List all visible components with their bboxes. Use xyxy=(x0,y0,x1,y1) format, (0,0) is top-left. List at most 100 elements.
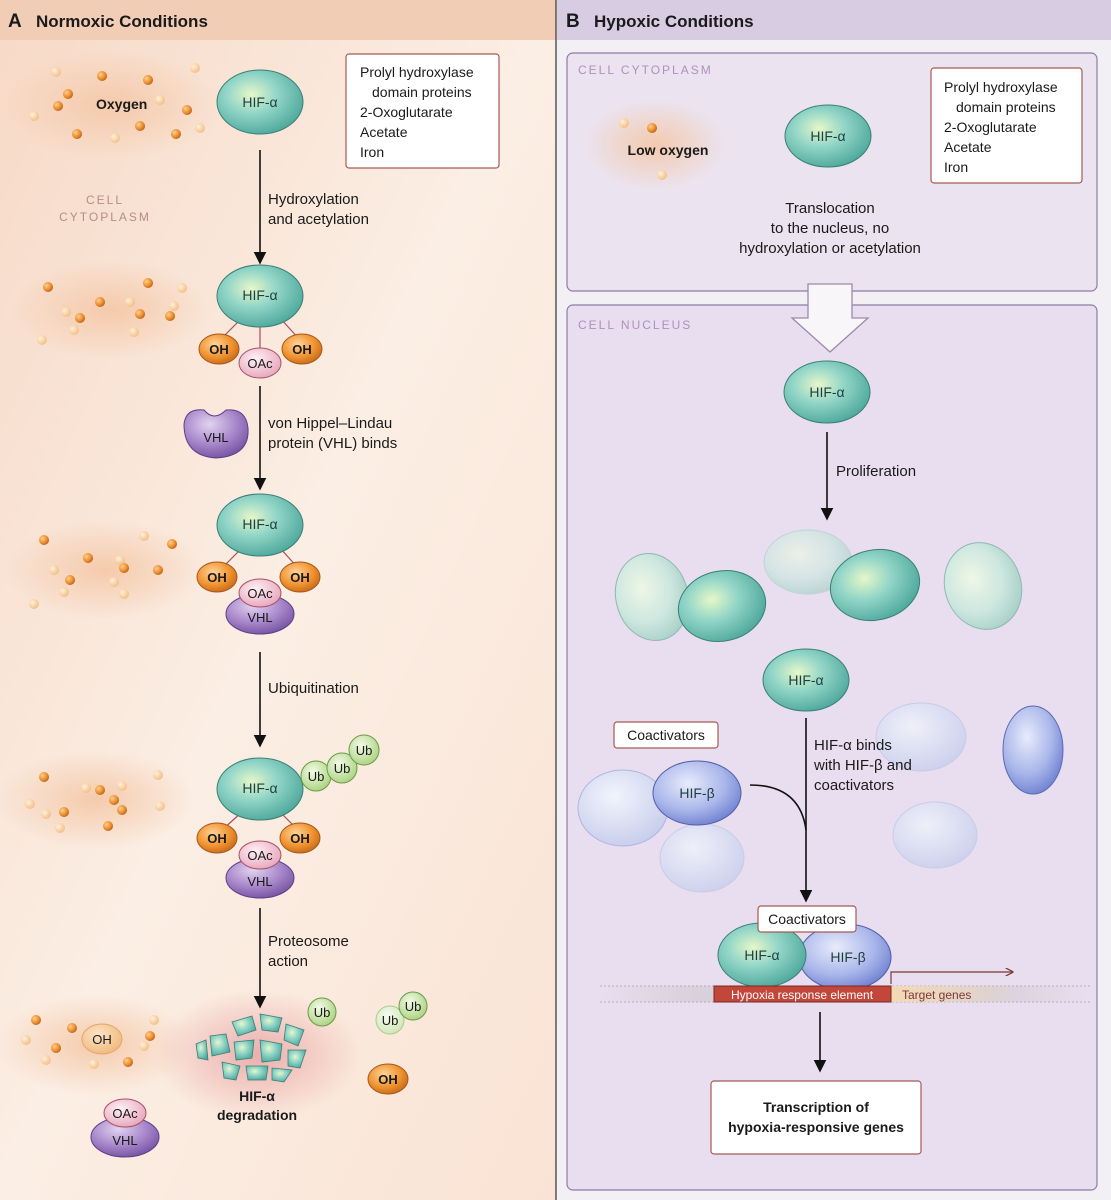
svg-text:OAc: OAc xyxy=(247,848,273,863)
coactivators-box xyxy=(613,721,719,749)
hif-alpha-vhl-complex: HIF-α OH OH VHL OAc xyxy=(196,493,321,635)
free-ubiquitin: Ub Ub Ub xyxy=(307,991,428,1035)
svg-text:Ub: Ub xyxy=(382,1013,399,1028)
panel-a-header xyxy=(0,0,556,40)
step-label: and acetylation xyxy=(268,211,369,228)
svg-text:HIF-α: HIF-α xyxy=(242,94,277,110)
svg-text:HIF-α: HIF-α xyxy=(744,947,779,963)
target-genes-label: Target genes xyxy=(902,988,971,1002)
coactivators-label: Coactivators xyxy=(627,727,705,743)
svg-text:Ub: Ub xyxy=(314,1005,331,1020)
oxygen-label: Oxygen xyxy=(96,96,147,112)
oxygen-dot xyxy=(619,118,629,128)
cytoplasm-label: CELL xyxy=(86,193,124,207)
binding-label: coactivators xyxy=(814,777,894,794)
hif-alpha-molecule: HIF-α xyxy=(784,104,872,168)
free-vhl-oac: VHL OAc xyxy=(90,1098,160,1158)
svg-text:OAc: OAc xyxy=(247,586,273,601)
oxygen-cluster xyxy=(37,278,187,345)
svg-text:HIF-β: HIF-β xyxy=(679,785,714,801)
factor-item: Iron xyxy=(944,159,968,175)
factor-item: Acetate xyxy=(944,139,992,155)
svg-text:OAc: OAc xyxy=(112,1106,138,1121)
oxygen-cluster xyxy=(25,770,165,833)
step-label: Proteosome xyxy=(268,933,349,950)
svg-text:Ub: Ub xyxy=(334,761,351,776)
coactivators-box xyxy=(757,905,857,933)
nucleus-label: CELL NUCLEUS xyxy=(578,318,692,332)
step-label: Hydroxylation xyxy=(268,191,359,208)
hypoxia-response-element xyxy=(713,985,892,1003)
translocation-label: to the nucleus, no xyxy=(771,220,889,237)
svg-text:HIF-α: HIF-α xyxy=(242,780,277,796)
svg-text:HIF-α: HIF-α xyxy=(242,516,277,532)
svg-text:OH: OH xyxy=(290,570,310,585)
target-genes-region xyxy=(891,986,1011,1002)
oxygen-glow xyxy=(0,750,195,850)
svg-text:OH: OH xyxy=(378,1072,398,1087)
oxygen-dot xyxy=(647,123,657,133)
vhl-protein: VHL xyxy=(183,409,249,459)
hif-alpha-molecule: HIF-α xyxy=(783,360,871,424)
factor-item: Prolyl hydroxylase xyxy=(944,79,1058,95)
oxygen-glow xyxy=(5,520,205,620)
degradation-label: degradation xyxy=(217,1107,297,1123)
svg-text:HIF-α: HIF-α xyxy=(809,384,844,400)
svg-text:OH: OH xyxy=(292,342,312,357)
transcription-label: hypoxia-responsive genes xyxy=(728,1119,904,1135)
svg-text:OH: OH xyxy=(209,342,229,357)
factor-item: domain proteins xyxy=(372,84,472,100)
translocation-arrow xyxy=(790,283,870,353)
svg-text:OAc: OAc xyxy=(247,356,273,371)
cytoplasm-label: CYTOPLASM xyxy=(59,210,151,224)
hif-alpha-complex: HIF-α OH OH OAc xyxy=(198,264,323,379)
proliferation-label: Proliferation xyxy=(836,463,916,480)
svg-text:Ub: Ub xyxy=(405,999,422,1014)
panel-a-letter: A xyxy=(8,11,22,32)
step-label: action xyxy=(268,953,308,970)
svg-text:HIF-α: HIF-α xyxy=(788,672,823,688)
step-label: Ubiquitination xyxy=(268,680,359,697)
proliferated-hif-alpha xyxy=(614,529,1023,642)
hif-beta-join-arrow xyxy=(749,784,807,831)
oxygen-dot xyxy=(657,170,667,180)
hif-alpha-molecule: HIF-α xyxy=(216,69,304,135)
factors-box xyxy=(345,53,500,169)
transcription-start-arrow xyxy=(890,972,1012,984)
degradation-label: HIF-α xyxy=(239,1088,275,1104)
transcription-box xyxy=(710,1080,922,1155)
factor-item: Iron xyxy=(360,144,384,160)
hif-alpha-fragments xyxy=(195,1013,307,1083)
step-label: protein (VHL) binds xyxy=(268,435,397,452)
factor-item: domain proteins xyxy=(956,99,1056,115)
svg-text:Ub: Ub xyxy=(356,743,373,758)
factor-item: 2-Oxoglutarate xyxy=(360,104,453,120)
transcription-label: Transcription of xyxy=(763,1099,869,1115)
svg-text:Ub: Ub xyxy=(308,769,325,784)
oxygen-glow xyxy=(10,260,210,360)
hif-beta-background xyxy=(577,702,1064,893)
oxygen-glow xyxy=(0,50,220,160)
hif-complex-on-dna: HIF-β HIF-α xyxy=(717,922,892,991)
step-label: von Hippel–Lindau xyxy=(268,415,392,432)
svg-text:HIF-β: HIF-β xyxy=(830,949,865,965)
svg-text:VHL: VHL xyxy=(203,430,228,445)
cytoplasm-label: CELL CYTOPLASM xyxy=(578,63,713,77)
svg-text:OH: OH xyxy=(207,570,227,585)
svg-text:VHL: VHL xyxy=(112,1133,137,1148)
oxygen-cluster xyxy=(21,1015,159,1069)
svg-text:VHL: VHL xyxy=(247,874,272,889)
svg-text:HIF-α: HIF-α xyxy=(242,287,277,303)
ubiquitinated-complex: HIF-α Ub Ub Ub OH OH VHL OAc xyxy=(196,734,380,899)
factors-box xyxy=(930,67,1083,184)
free-oh-molecule: OH xyxy=(367,1063,409,1095)
binding-label: with HIF-β and xyxy=(813,757,912,774)
low-oxygen-label: Low oxygen xyxy=(628,142,709,158)
factor-item: 2-Oxoglutarate xyxy=(944,119,1037,135)
oxygen-cluster xyxy=(29,63,205,143)
coactivators-label: Coactivators xyxy=(768,911,846,927)
factor-item: Acetate xyxy=(360,124,408,140)
panel-b-letter: B xyxy=(566,11,580,32)
hif-beta-molecule: HIF-β xyxy=(652,760,742,826)
